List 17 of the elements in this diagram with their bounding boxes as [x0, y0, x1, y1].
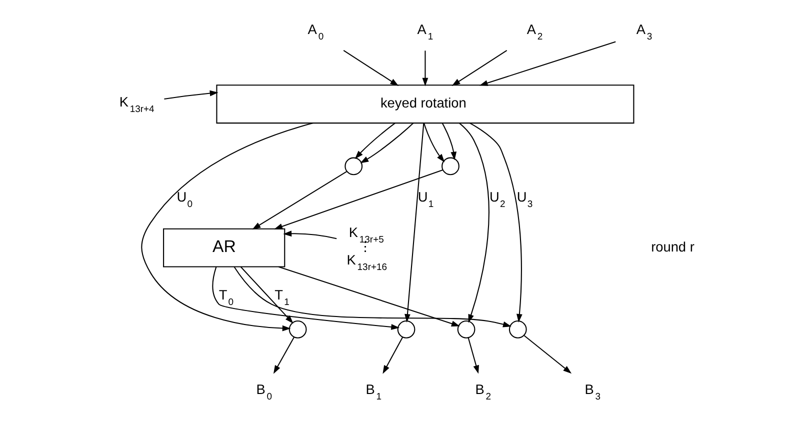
node-text: B$_{0}$ [256, 382, 272, 403]
node-text: A$_{0}$ [307, 22, 324, 42]
node-text: K$_{13r+4}$ [118, 94, 154, 116]
node-text: A$_{3}$ [636, 22, 652, 42]
edge-label: T$_{0}$ [218, 287, 234, 308]
node-text: B$_{3}$ [584, 382, 600, 403]
edge-label: U$_{1}$ [417, 189, 434, 210]
node-text: A$_{1}$ [416, 22, 433, 42]
edge-label: U$_{3}$ [516, 189, 532, 210]
edge-label: U$_{0}$ [176, 189, 192, 210]
node-text: A$_{2}$ [526, 22, 542, 42]
node-text: K$_{13r+5}$ ⋮ K$_{13r+16}$ [346, 225, 387, 274]
label: round r [650, 239, 694, 254]
node-text: B$_{2}$ [474, 382, 491, 403]
node-text: B$_{1}$ [365, 382, 382, 403]
edge-label: T$_{1}$ [274, 287, 289, 308]
edge-label: U$_{2}$ [488, 189, 505, 210]
